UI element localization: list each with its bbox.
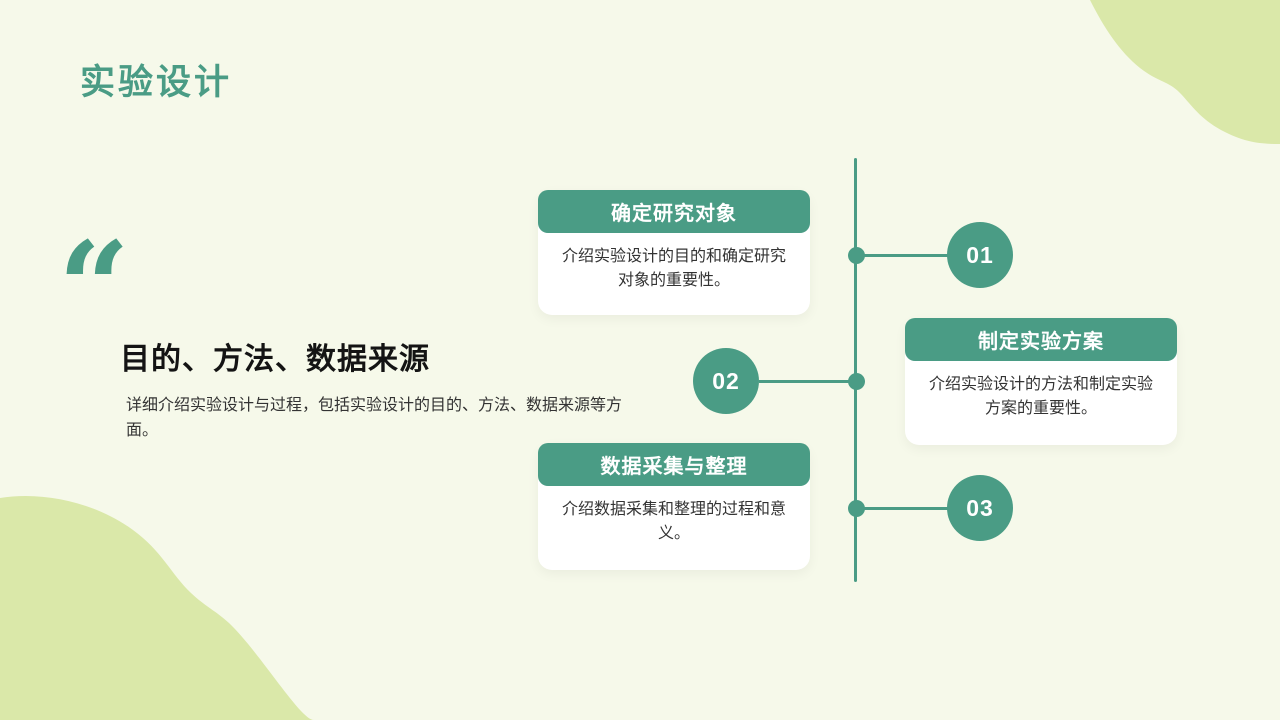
timeline-dot-1 [848,247,865,264]
step-number-3: 03 [966,494,994,521]
step-card-3-description: 介绍数据采集和整理的过程和意义。 [561,501,786,542]
step-number-circle-3: 03 [947,475,1013,541]
connector-step-1 [856,254,948,257]
step-card-3: 数据采集与整理 介绍数据采集和整理的过程和意义。 [538,443,810,570]
blob-top-right [1090,0,1280,144]
connector-step-3 [856,507,948,510]
section-description: 详细介绍实验设计与过程，包括实验设计的目的、方法、数据来源等方面。 [126,397,623,439]
step-card-2-description: 介绍实验设计的方法和制定实验方案的重要性。 [928,376,1153,417]
step-card-1-title: 确定研究对象 [538,190,810,233]
quote-mark-icon: “ [58,215,130,361]
blob-bottom-left [0,495,314,720]
step-card-2-title: 制定实验方案 [905,318,1177,361]
step-card-3-title: 数据采集与整理 [538,443,810,486]
timeline-line [854,158,857,582]
section-heading: 目的、方法、数据来源 [120,343,430,376]
step-card-1: 确定研究对象 介绍实验设计的目的和确定研究对象的重要性。 [538,190,810,315]
connector-step-2 [759,380,856,383]
timeline-dot-3 [848,500,865,517]
step-card-1-description: 介绍实验设计的目的和确定研究对象的重要性。 [561,248,786,289]
step-card-2: 制定实验方案 介绍实验设计的方法和制定实验方案的重要性。 [905,318,1177,445]
step-number-circle-1: 01 [947,222,1013,288]
slide-title: 实验设计 [80,63,233,102]
step-number-1: 01 [966,241,994,268]
step-number-2: 02 [712,367,740,394]
timeline-dot-2 [848,373,865,390]
step-number-circle-2: 02 [693,348,759,414]
